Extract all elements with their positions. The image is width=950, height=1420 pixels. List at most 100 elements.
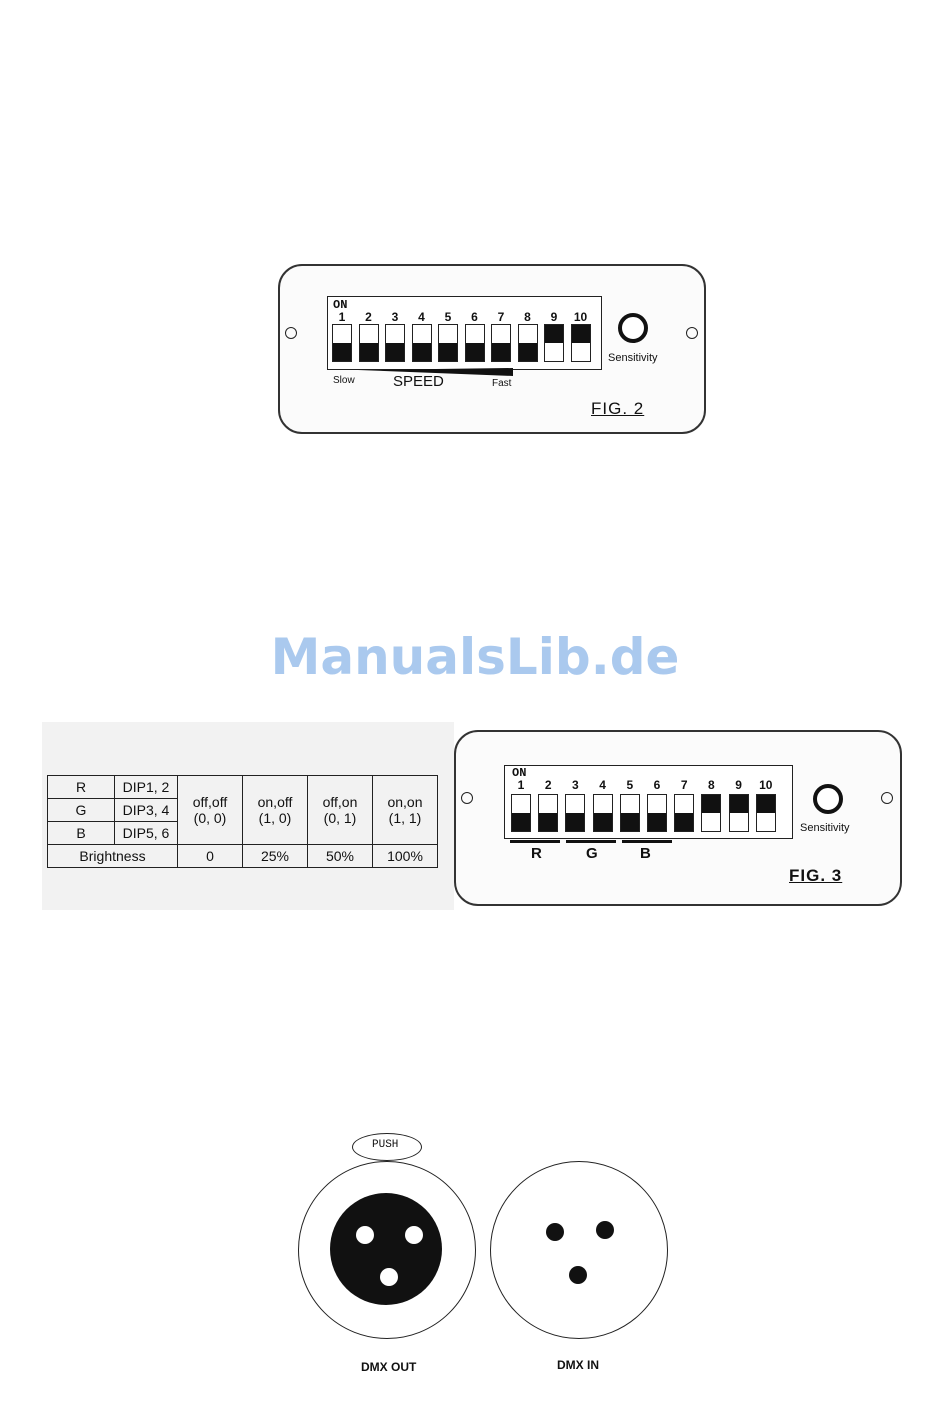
- table-dips-r: DIP1, 2: [115, 776, 178, 799]
- table-brightness-1: 25%: [243, 845, 308, 868]
- fig2-switch-10[interactable]: [571, 324, 591, 362]
- fig2-switch-lever-6: [466, 343, 484, 361]
- fig2-switch-2[interactable]: [359, 324, 379, 362]
- fig3-group-label-b: B: [640, 845, 651, 862]
- dmx-in-pin-1: [546, 1223, 564, 1241]
- fig3-switch-lever-6: [648, 813, 666, 831]
- dmx-in-pin-3: [569, 1266, 587, 1284]
- fig3-group-label-g: G: [586, 845, 598, 862]
- fig3-figure-label: FIG. 3: [789, 866, 842, 886]
- fig2-switch-8[interactable]: [518, 324, 538, 362]
- fig3-sensitivity-knob-icon[interactable]: [813, 784, 843, 814]
- fig2-mount-hole-right: [686, 327, 698, 339]
- fig2-switch-number-10: 10: [571, 310, 591, 324]
- fig3-switch-6[interactable]: [647, 794, 667, 832]
- table-channel-b: B: [48, 822, 115, 845]
- fig3-group-bar-b: [622, 840, 672, 843]
- fig3-switch-9[interactable]: [729, 794, 749, 832]
- fig3-switch-number-3: 3: [565, 778, 585, 792]
- brightness-table: R DIP1, 2 off,off(0, 0) on,off(1, 0) off…: [47, 775, 438, 868]
- dmx-in-connector: [490, 1161, 668, 1339]
- fig2-switch-number-3: 3: [385, 310, 405, 324]
- fig2-switch-number-6: 6: [465, 310, 485, 324]
- fig3-switch-4[interactable]: [593, 794, 613, 832]
- fig3-switch-number-5: 5: [620, 778, 640, 792]
- fig2-speed-label: SPEED: [393, 373, 444, 390]
- dmx-out-pin-3: [380, 1268, 398, 1286]
- fig2-figure-label: FIG. 2: [591, 399, 644, 419]
- fig2-switch-6[interactable]: [465, 324, 485, 362]
- fig2-mount-hole-left: [285, 327, 297, 339]
- table-dips-g: DIP3, 4: [115, 799, 178, 822]
- dmx-out-socket: [330, 1193, 442, 1305]
- table-col-1: on,off(1, 0): [243, 776, 308, 845]
- dmx-out-label: DMX OUT: [361, 1360, 416, 1374]
- fig3-switch-lever-3: [566, 813, 584, 831]
- table-col-2: off,on(0, 1): [308, 776, 373, 845]
- fig2-switch-5[interactable]: [438, 324, 458, 362]
- fig3-switch-lever-5: [621, 813, 639, 831]
- fig3-switch-number-2: 2: [538, 778, 558, 792]
- table-brightness-label: Brightness: [48, 845, 178, 868]
- fig2-switch-number-5: 5: [438, 310, 458, 324]
- fig2-sensitivity-label: Sensitivity: [608, 352, 658, 364]
- fig3-switch-number-1: 1: [511, 778, 531, 792]
- push-label: PUSH: [372, 1139, 398, 1151]
- fig3-switch-lever-4: [594, 813, 612, 831]
- fig2-switch-lever-2: [360, 343, 378, 361]
- fig3-switch-number-4: 4: [593, 778, 613, 792]
- fig3-switch-lever-2: [539, 813, 557, 831]
- fig3-switch-lever-9: [730, 795, 748, 813]
- table-brightness-3: 100%: [373, 845, 438, 868]
- fig3-group-bar-g: [566, 840, 616, 843]
- fig3-switch-3[interactable]: [565, 794, 585, 832]
- dmx-in-label: DMX IN: [557, 1358, 599, 1372]
- fig3-switch-number-9: 9: [729, 778, 749, 792]
- fig2-switch-lever-3: [386, 343, 404, 361]
- fig3-switch-number-8: 8: [701, 778, 721, 792]
- fig3-switch-2[interactable]: [538, 794, 558, 832]
- table-channel-g: G: [48, 799, 115, 822]
- fig2-switch-number-9: 9: [544, 310, 564, 324]
- fig3-mount-hole-left: [461, 792, 473, 804]
- table-col-0: off,off(0, 0): [178, 776, 243, 845]
- fig2-sensitivity-knob-icon[interactable]: [618, 313, 648, 343]
- fig2-switch-lever-4: [413, 343, 431, 361]
- fig3-switch-7[interactable]: [674, 794, 694, 832]
- fig2-slow-label: Slow: [333, 375, 355, 386]
- fig3-mount-hole-right: [881, 792, 893, 804]
- fig2-switch-4[interactable]: [412, 324, 432, 362]
- fig3-switch-lever-1: [512, 813, 530, 831]
- table-col-3: on,on(1, 1): [373, 776, 438, 845]
- fig3-switch-8[interactable]: [701, 794, 721, 832]
- fig3-switch-1[interactable]: [511, 794, 531, 832]
- dmx-in-pin-2: [596, 1221, 614, 1239]
- fig2-fast-label: Fast: [492, 378, 511, 389]
- fig3-switch-lever-10: [757, 795, 775, 813]
- table-brightness-0: 0: [178, 845, 243, 868]
- fig2-switch-3[interactable]: [385, 324, 405, 362]
- fig2-switch-number-7: 7: [491, 310, 511, 324]
- fig2-switch-number-2: 2: [359, 310, 379, 324]
- fig3-sensitivity-label: Sensitivity: [800, 822, 850, 834]
- fig2-switch-number-8: 8: [518, 310, 538, 324]
- fig2-switch-lever-8: [519, 343, 537, 361]
- fig3-switch-number-6: 6: [647, 778, 667, 792]
- table-brightness-2: 50%: [308, 845, 373, 868]
- dmx-out-pin-2: [405, 1226, 423, 1244]
- fig2-switch-7[interactable]: [491, 324, 511, 362]
- fig3-switch-10[interactable]: [756, 794, 776, 832]
- fig2-switch-1[interactable]: [332, 324, 352, 362]
- fig2-switch-9[interactable]: [544, 324, 564, 362]
- fig2-switch-lever-7: [492, 343, 510, 361]
- dmx-out-pin-1: [356, 1226, 374, 1244]
- fig2-switch-lever-1: [333, 343, 351, 361]
- fig2-switch-lever-5: [439, 343, 457, 361]
- fig3-group-bar-r: [510, 840, 560, 843]
- fig2-switch-number-1: 1: [332, 310, 352, 324]
- table-channel-r: R: [48, 776, 115, 799]
- fig3-switch-lever-7: [675, 813, 693, 831]
- fig3-switch-5[interactable]: [620, 794, 640, 832]
- fig2-switch-lever-9: [545, 325, 563, 343]
- watermark: ManualsLib.de: [0, 628, 950, 686]
